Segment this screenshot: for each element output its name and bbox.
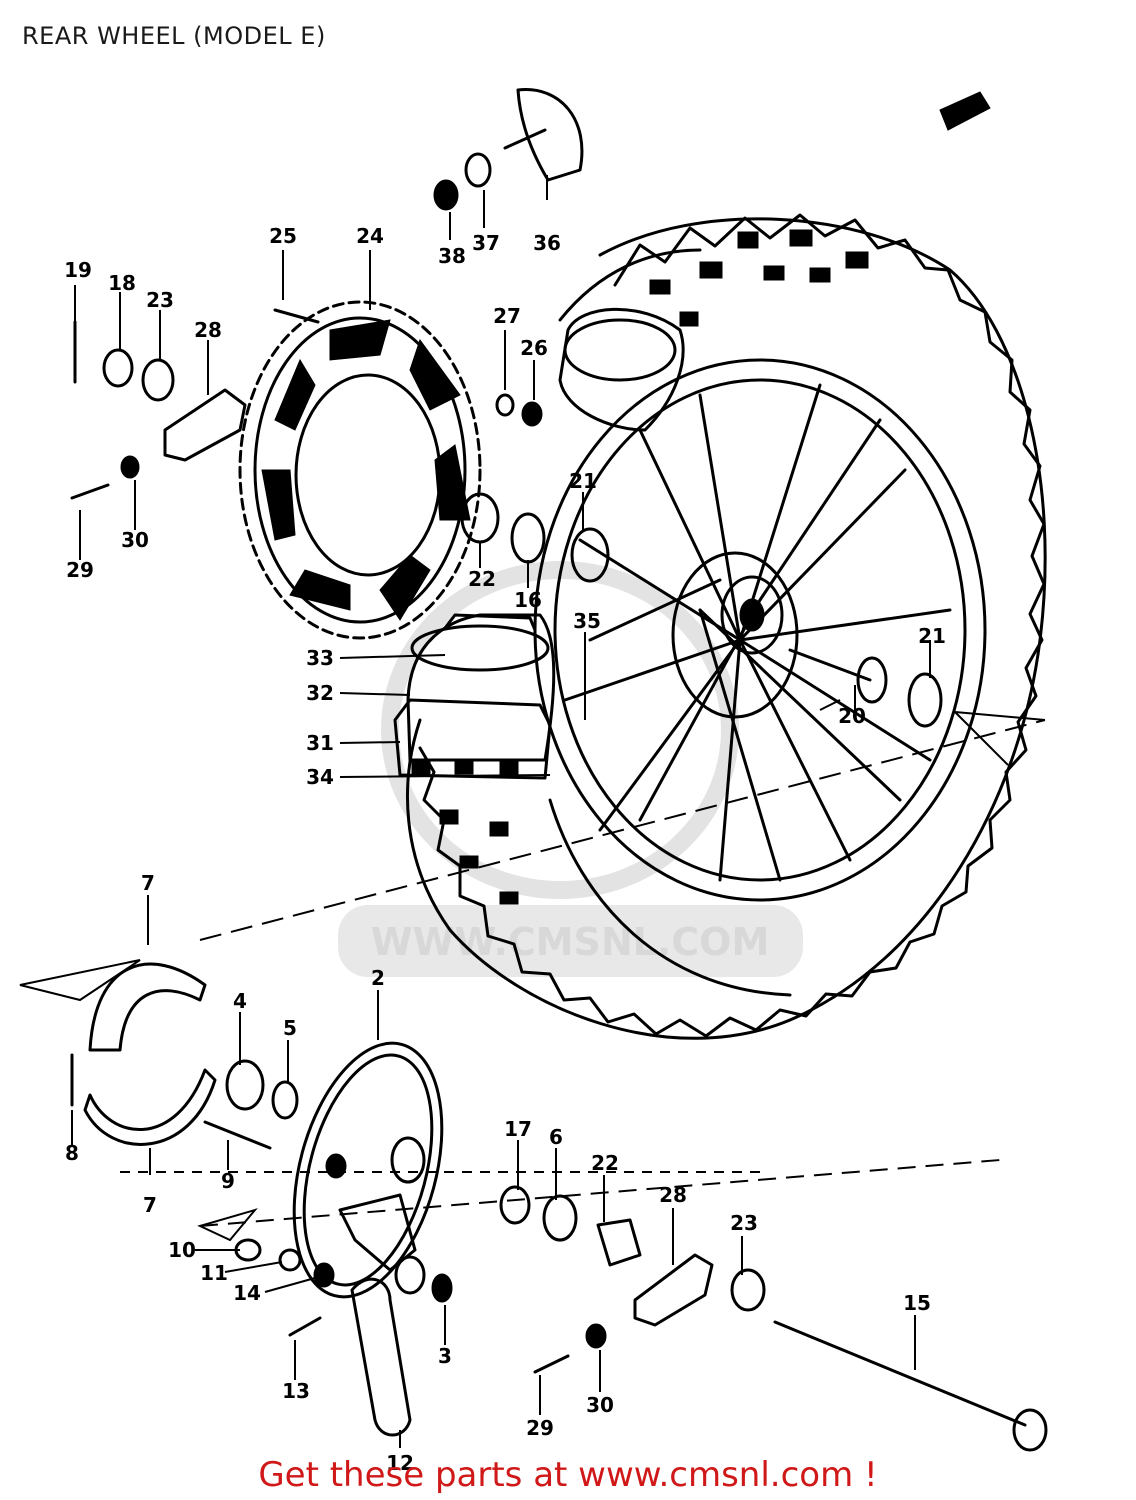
- part-label-14: 14: [233, 1281, 261, 1305]
- part-label-5: 5: [283, 1016, 297, 1040]
- part-label-6: 6: [549, 1125, 563, 1149]
- part-label-30b: 30: [586, 1393, 614, 1417]
- part-label-36: 36: [533, 231, 561, 255]
- part-label-12: 12: [386, 1451, 414, 1475]
- part-label-24: 24: [356, 224, 384, 248]
- part-label-19: 19: [64, 258, 92, 282]
- page-title: REAR WHEEL (MODEL E): [22, 22, 326, 50]
- part-label-20: 20: [838, 704, 866, 728]
- part-label-11: 11: [200, 1261, 228, 1285]
- axle-and-right-parts: [499, 1185, 1048, 1452]
- part-label-34: 34: [306, 765, 334, 789]
- part-label-38: 38: [438, 244, 466, 268]
- part-label-10: 10: [168, 1238, 196, 1262]
- watermark-text: WWW.CMSNL.COM: [371, 920, 770, 964]
- part-label-15: 15: [903, 1291, 931, 1315]
- part-label-32: 32: [306, 681, 334, 705]
- part-label-35: 35: [573, 609, 601, 633]
- hub-cover-and-spacers: [273, 88, 991, 728]
- part-label-7b: 7: [143, 1193, 157, 1217]
- brake-drum-hub: [393, 613, 556, 780]
- leader-lines: [71, 175, 931, 1448]
- part-label-27: 27: [493, 304, 521, 328]
- part-label-22b: 22: [591, 1151, 619, 1175]
- part-label-21: 21: [569, 469, 597, 493]
- rear-hub: [671, 551, 888, 719]
- part-label-37: 37: [472, 231, 500, 255]
- part-label-23b: 23: [730, 1211, 758, 1235]
- part-label-13: 13: [282, 1379, 310, 1403]
- part-label-33: 33: [306, 646, 334, 670]
- brake-shoes: [70, 962, 299, 1150]
- part-label-4: 4: [233, 989, 247, 1013]
- brake-panel: [234, 1041, 453, 1437]
- part-label-26: 26: [520, 336, 548, 360]
- rear-sprocket: [238, 300, 482, 640]
- part-label-8: 8: [65, 1141, 79, 1165]
- part-label-18: 18: [108, 271, 136, 295]
- part-label-28b: 28: [659, 1183, 687, 1207]
- chain-adjuster-left: [70, 320, 247, 500]
- part-label-22: 22: [468, 567, 496, 591]
- rear-tire: [406, 213, 1047, 1040]
- footer-link[interactable]: Get these parts at www.cmsnl.com !: [258, 1455, 878, 1495]
- axis-lines: [19, 711, 1046, 1242]
- part-label-25: 25: [269, 224, 297, 248]
- part-labels: 25 24 36 37 38 19 18 23 28 27 26 21 29 3…: [64, 224, 946, 1475]
- part-label-7a: 7: [141, 871, 155, 895]
- part-label-31: 31: [306, 731, 334, 755]
- part-label-21b: 21: [918, 624, 946, 648]
- part-label-3: 3: [438, 1344, 452, 1368]
- part-label-28: 28: [194, 318, 222, 342]
- part-label-30: 30: [121, 528, 149, 552]
- part-label-2: 2: [371, 966, 385, 990]
- part-label-23: 23: [146, 288, 174, 312]
- part-label-29b: 29: [526, 1416, 554, 1440]
- part-label-29: 29: [66, 558, 94, 582]
- part-label-17: 17: [504, 1117, 532, 1141]
- part-label-9: 9: [221, 1169, 235, 1193]
- part-label-16: 16: [514, 588, 542, 612]
